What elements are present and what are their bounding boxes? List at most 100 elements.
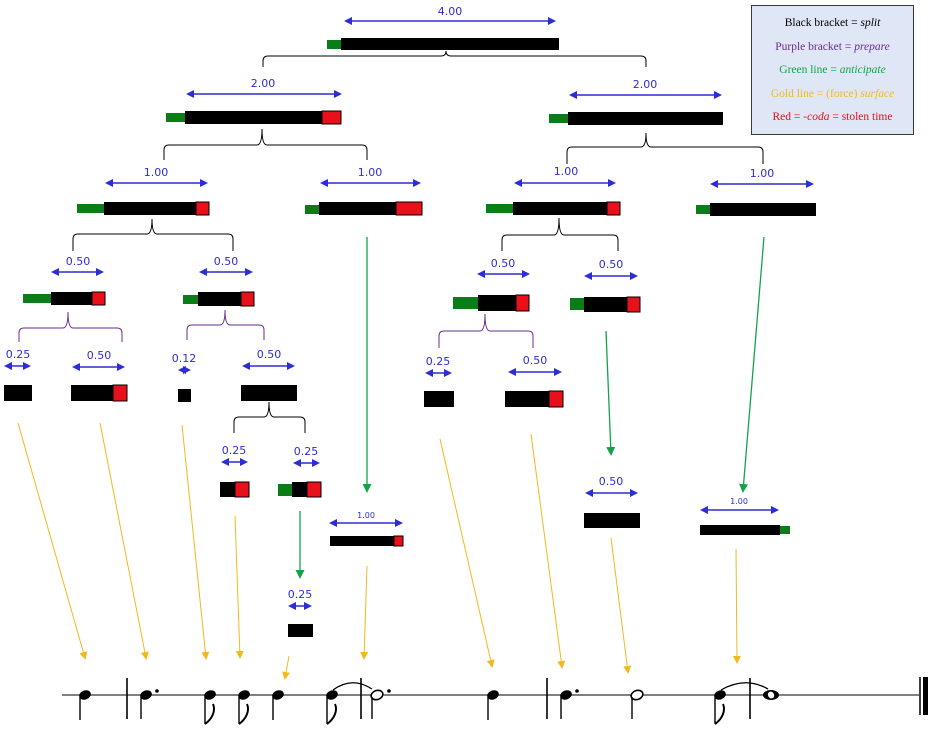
duration-label-ant-l5b: 0.25 <box>288 588 313 601</box>
split-bracket-l4-d <box>233 401 306 433</box>
duration-label-l2-d: 1.00 <box>750 167 775 180</box>
duration-label-ant-l3d: 0.50 <box>599 475 624 488</box>
split-bracket-l1-right <box>566 132 764 164</box>
duration-label-l1-right: 2.00 <box>633 78 658 91</box>
legend-gold-term: surface <box>860 87 895 100</box>
surface-line <box>360 565 369 660</box>
surface-line <box>99 422 149 660</box>
block-l4-d <box>241 385 297 401</box>
duration-label-l2-b: 1.00 <box>358 166 383 179</box>
legend-red-text: Red = - <box>772 111 808 123</box>
duration-label-ant-b: 1.00 <box>357 511 375 520</box>
block-l3-d <box>584 297 627 312</box>
dotted-quarter-note <box>140 689 159 719</box>
quarter-note <box>487 690 499 720</box>
duration-arrows: 4.00 2.00 2.00 1.00 1.00 1.00 1.00 0.50 … <box>4 5 814 610</box>
legend-black-term: split <box>860 17 881 29</box>
legend-row-black: Black bracket = split <box>752 12 913 36</box>
block-l4-a <box>4 385 32 401</box>
eighth-note <box>238 690 250 725</box>
block-ant-b <box>330 536 394 546</box>
tie <box>332 682 373 691</box>
stolen-segment <box>548 390 564 408</box>
legend-row-green: Green line = anticipate <box>752 59 913 83</box>
surface-line <box>610 537 632 674</box>
stolen-segment <box>306 481 322 498</box>
music-staff <box>62 677 928 725</box>
block-l2-b <box>319 202 396 215</box>
duration-blocks <box>4 38 816 637</box>
block-l4-e <box>424 391 454 407</box>
duration-label-l3-a: 0.50 <box>66 255 91 268</box>
legend-green-term: anticipate <box>839 64 886 76</box>
legend-purple-term: prepare <box>854 40 890 53</box>
anticipate-segment <box>486 204 513 213</box>
block-l4-f <box>505 391 549 407</box>
stolen-segment <box>112 384 128 402</box>
duration-label-l4-d: 0.50 <box>257 348 282 361</box>
legend-row-red: Red = -coda = stolen time <box>752 106 913 130</box>
dotted-quarter-note <box>560 689 579 719</box>
anticipate-segment <box>183 295 198 304</box>
duration-label-root: 4.00 <box>438 5 463 18</box>
block-l3-c <box>478 295 516 311</box>
stolen-segment <box>395 201 423 216</box>
stolen-segment <box>195 201 210 216</box>
stolen-segment <box>91 291 106 306</box>
legend-row-purple: Purple bracket = prepare <box>752 36 913 60</box>
stolen-segment <box>234 481 250 498</box>
surface-line <box>439 438 495 668</box>
dotted-half-note <box>370 689 391 719</box>
block-l4-b <box>71 385 113 401</box>
duration-label-l4-f: 0.50 <box>523 354 548 367</box>
quarter-note <box>79 690 91 720</box>
legend-purple-text: Purple bracket = <box>775 40 855 53</box>
quarter-note <box>272 690 284 720</box>
anticipate-segment <box>77 204 104 213</box>
duration-label-l2-c: 1.00 <box>554 165 579 178</box>
anticipate-segment <box>23 294 51 303</box>
block-l2-c <box>513 202 607 215</box>
legend-box: Black bracket = split Purple bracket = p… <box>751 5 914 135</box>
duration-label-l3-c: 0.50 <box>491 257 516 270</box>
legend-black-text: Black bracket = <box>784 17 861 29</box>
block-l1-right <box>568 112 723 125</box>
surface-line <box>732 548 741 664</box>
tie <box>720 682 769 691</box>
surface-lines <box>17 422 741 680</box>
block-l3-b <box>198 292 241 306</box>
eighth-note <box>326 690 338 725</box>
block-ant-l3d <box>584 513 640 528</box>
duration-label-l4-c: 0.12 <box>172 352 197 365</box>
surface-line <box>181 424 210 660</box>
stolen-segment <box>606 201 621 216</box>
surface-line <box>530 433 566 669</box>
stolen-segment <box>393 535 404 547</box>
surface-line <box>234 515 244 659</box>
duration-label-l2-a: 1.00 <box>144 166 169 179</box>
anticipate-segment <box>278 484 292 496</box>
legend-red-suffix: = stolen time <box>829 111 893 123</box>
anticipate-segment <box>570 298 584 310</box>
block-l1-left <box>185 111 322 124</box>
anticipate-segment <box>549 114 568 123</box>
anticipate-segment <box>327 40 341 49</box>
stolen-segment <box>626 296 641 313</box>
split-bracket-l2-a <box>72 218 234 251</box>
prepare-bracket-l3-c <box>438 313 534 348</box>
whole-note <box>763 690 779 700</box>
duration-label-l4-b: 0.50 <box>87 349 112 362</box>
block-l2-a <box>104 202 196 215</box>
anticipate-segment <box>453 297 478 309</box>
block-l5-b <box>292 482 307 497</box>
anticipate-segment <box>780 526 790 534</box>
block-ant-l5b <box>288 624 313 637</box>
duration-label-l4-e: 0.25 <box>426 355 451 368</box>
surface-line <box>282 655 291 680</box>
anticipate-segment <box>696 205 710 214</box>
duration-label-l3-d: 0.50 <box>599 258 624 271</box>
anticipate-line-l2-d <box>739 236 765 493</box>
half-note <box>630 689 644 719</box>
final-barline-thick <box>923 677 928 715</box>
